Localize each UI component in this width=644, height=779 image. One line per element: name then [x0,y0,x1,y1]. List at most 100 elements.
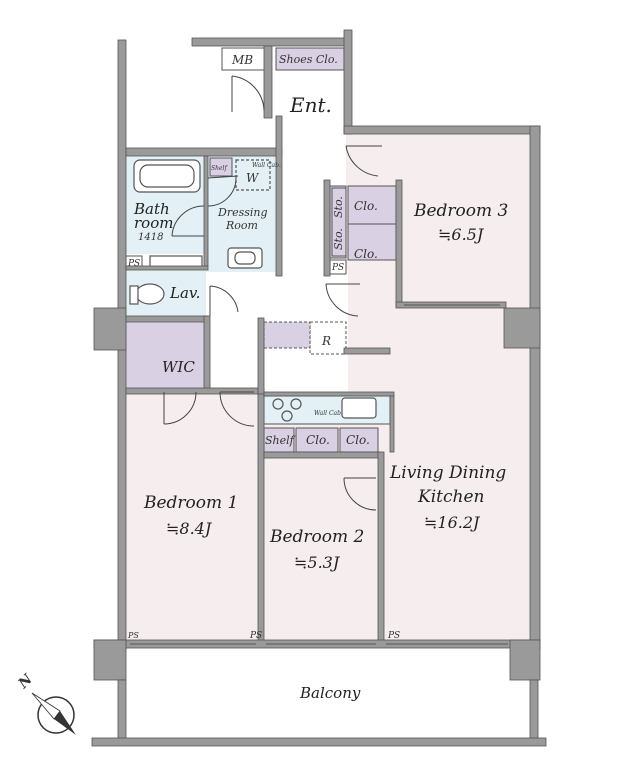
door-entrance [231,75,265,112]
clo-b2-2 [339,427,379,453]
label-sto-2: Sto. [332,196,345,218]
wall-top-entry [191,37,349,47]
stove-burner-2 [290,398,302,410]
label-wic: WIC [162,358,195,376]
label-dressing-1: Dressing [217,206,268,219]
shelf-small-box [209,157,233,177]
label-bath-2: room [134,214,173,232]
wall-kitchen-right [389,395,395,453]
wall-fridge-left [257,317,265,395]
label-balcony: Balcony [299,684,361,702]
label-clo-b2-2: Clo. [346,433,370,447]
stove-burner-1 [272,398,284,410]
north-arrow-needle-light [31,692,61,720]
north-arrow-circle [37,696,75,734]
wall-sto-left [323,179,331,277]
label-wall-cab-top: Wall Cab. [252,162,281,169]
doors [163,75,382,511]
label-ps-b1: PS [127,631,139,640]
toilet-tank [129,285,139,305]
label-bedroom3: Bedroom 3 [413,201,508,221]
bathtub-inner [139,164,195,188]
label-refrigerator: R [321,334,331,348]
toilet [135,283,165,305]
door-b3 [345,145,382,177]
bathtub [133,159,201,193]
label-ps-ldk: PS [387,631,400,641]
wall-entry-left [263,45,273,119]
label-ps-left: PS [127,259,140,269]
fridge-space [309,321,347,355]
wall-bath-dressing [203,155,209,267]
label-lav: Lav. [169,284,200,302]
label-clo-b3-1: Clo. [354,199,378,213]
balcony-rail-left [117,679,127,741]
wall-b1-top [125,387,259,395]
pillar-bottom-left [93,639,127,681]
washbasin [227,247,263,269]
washbasin-bowl [234,251,256,265]
door-corridor [325,283,360,317]
north-arrow-label: N [15,671,37,693]
wall-lav-bottom [125,315,209,323]
label-ps-b2: PS [249,631,262,641]
counter-back [263,321,311,349]
wall-dressing-right [275,115,283,277]
door-lav [209,285,239,316]
wall-b1-b2 [257,387,265,645]
stove-burner-3 [281,410,293,422]
label-entrance: Ent. [289,93,332,117]
wic-floor [126,322,206,390]
label-mb: MB [231,53,253,67]
label-ldk-1: Living Dining [389,463,506,483]
balcony-rail-right [529,679,539,741]
label-bedroom3-size: ≒6.5J [438,225,485,244]
label-wall-cab-kitchen: Wall Cab. [314,410,343,417]
label-clo-b2-1: Clo. [306,433,330,447]
clo-b2-1 [295,427,339,453]
label-bath-size: 1418 [138,232,163,243]
label-bedroom1-size: ≒8.4J [166,519,213,538]
sto-block-2 [331,187,347,257]
label-w: W [246,171,260,185]
wall-left-pillar [93,307,127,351]
label-ps-b3: PS [331,263,344,273]
wall-b2-ldk [377,451,385,645]
label-sto-1: Sto. [332,228,345,250]
door-b1-left [163,391,197,425]
label-ldk-size: ≒16.2J [424,513,481,532]
label-dressing-2: Room [225,219,258,232]
wall-right-pillar [503,307,541,349]
label-shelf: Shelf [265,434,296,447]
shelf-b2 [263,427,295,453]
labels: MB Shoes Clo. Ent. Shelf Wall Cab. W Bat… [127,53,508,702]
wall-kitchen-top [263,391,395,397]
storage-blocks [125,47,397,453]
pillar-bottom-right [509,639,541,681]
label-bath-1: Bath [133,200,170,218]
label-ldk-2: Kitchen [417,487,484,507]
washing-machine [235,159,271,191]
clo-b3-upper [347,185,397,225]
wall-b3-left [395,179,403,307]
wall-b3-top [343,125,541,135]
door-b2 [343,477,377,511]
label-bedroom2: Bedroom 2 [269,527,364,547]
balcony-floor [94,648,540,738]
wall-entry-right [343,29,353,135]
bedroom1-floor [126,392,262,642]
label-shelf-small: Shelf [211,165,228,172]
balcony-rail-bottom [91,737,547,747]
wall-corridor-stub [343,347,391,355]
wall-b2-top [263,451,381,459]
clo-b3-lower [347,223,397,261]
wall-right-outer [529,125,541,651]
label-bedroom2-size: ≒5.3J [294,553,341,572]
wall-wic-right [203,315,211,393]
ldk-lower-floor [380,452,530,642]
windows [130,304,508,645]
north-arrow: N [15,671,76,735]
fixtures [129,159,377,422]
door-b1-right [219,391,255,427]
